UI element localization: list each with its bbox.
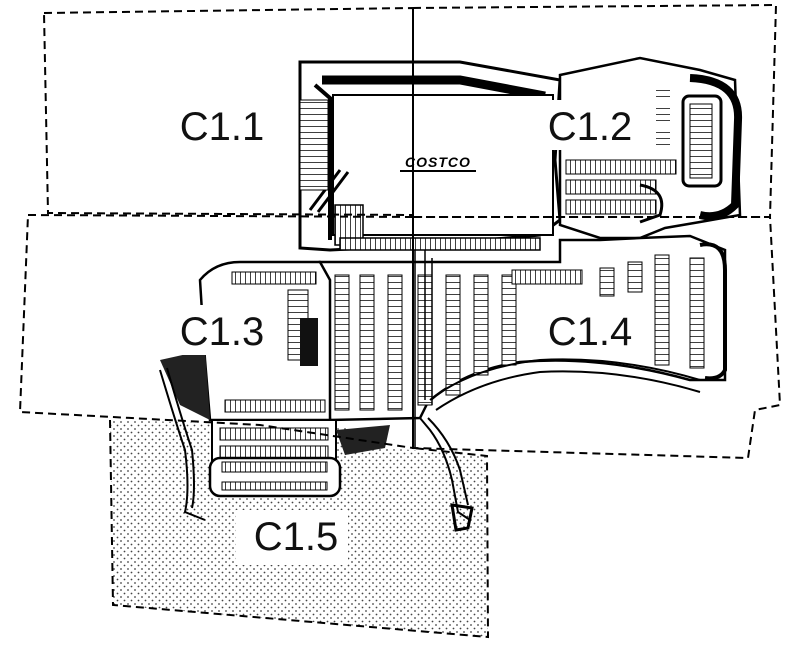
sheet-label-c1-1: C1.1 — [180, 105, 265, 149]
sheet-label-c1-2: C1.2 — [548, 105, 633, 149]
sheet-label-c1-3: C1.3 — [180, 310, 265, 354]
sheet-label-c1-5: C1.5 — [254, 515, 339, 559]
sheet-boundaries — [18, 3, 782, 639]
access-roads — [159, 250, 474, 532]
costco-logo: COSTCO — [398, 154, 478, 176]
sheet-labels: C1.1 C1.2 C1.3 C1.4 C1.5 — [160, 100, 647, 565]
logo-text: COSTCO — [405, 154, 471, 170]
sheet-label-c1-4: C1.4 — [548, 310, 633, 354]
main-parking-field — [318, 234, 727, 422]
